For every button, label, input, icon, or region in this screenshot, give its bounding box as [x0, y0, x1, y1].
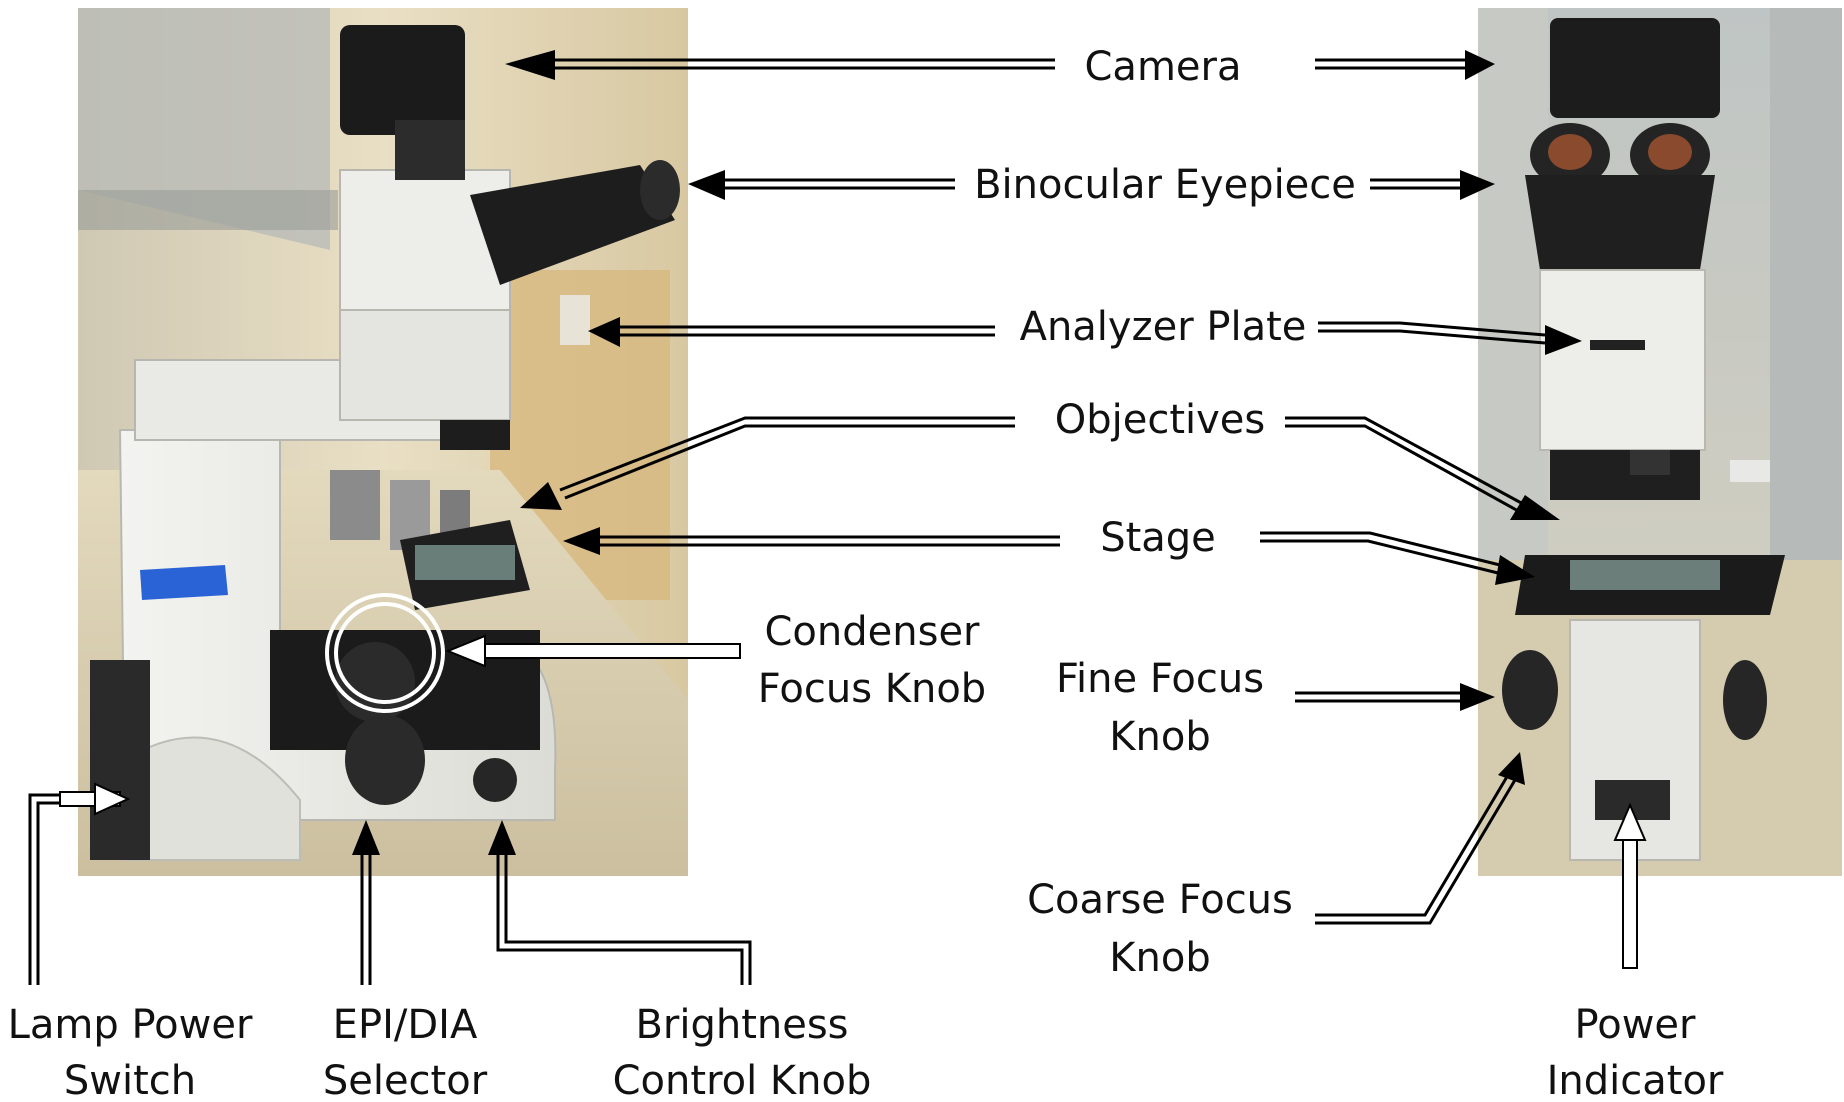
label-stage: Stage [1100, 515, 1216, 561]
label-analyzer-plate: Analyzer Plate [1020, 304, 1307, 350]
label-coarse-focus-knob-line2: Knob [1109, 935, 1210, 981]
label-camera: Camera [1085, 44, 1242, 90]
label-condenser-focus-knob-line1: Condenser [765, 609, 981, 655]
label-objectives: Objectives [1055, 397, 1266, 443]
label-lamp-power-switch-line2: Switch [64, 1058, 196, 1102]
label-power-indicator-line2: Indicator [1547, 1058, 1724, 1102]
label-condenser-focus-knob-line2: Focus Knob [758, 666, 986, 712]
label-brightness-control-knob-line2: Control Knob [613, 1058, 872, 1102]
side-view-photo [78, 8, 688, 876]
label-brightness-control-knob-line1: Brightness [635, 1002, 848, 1048]
label-epi-dia-selector-line1: EPI/DIA [333, 1002, 478, 1048]
label-coarse-focus-knob-line1: Coarse Focus [1027, 877, 1293, 923]
label-power-indicator-line1: Power [1575, 1002, 1696, 1048]
label-fine-focus-knob-line1: Fine Focus [1056, 656, 1264, 702]
label-lamp-power-switch-line1: Lamp Power [8, 1002, 253, 1048]
label-binocular-eyepiece: Binocular Eyepiece [974, 162, 1356, 208]
label-epi-dia-selector-line2: Selector [323, 1058, 488, 1102]
front-view-photo [1478, 8, 1842, 876]
label-fine-focus-knob-line2: Knob [1109, 714, 1210, 760]
